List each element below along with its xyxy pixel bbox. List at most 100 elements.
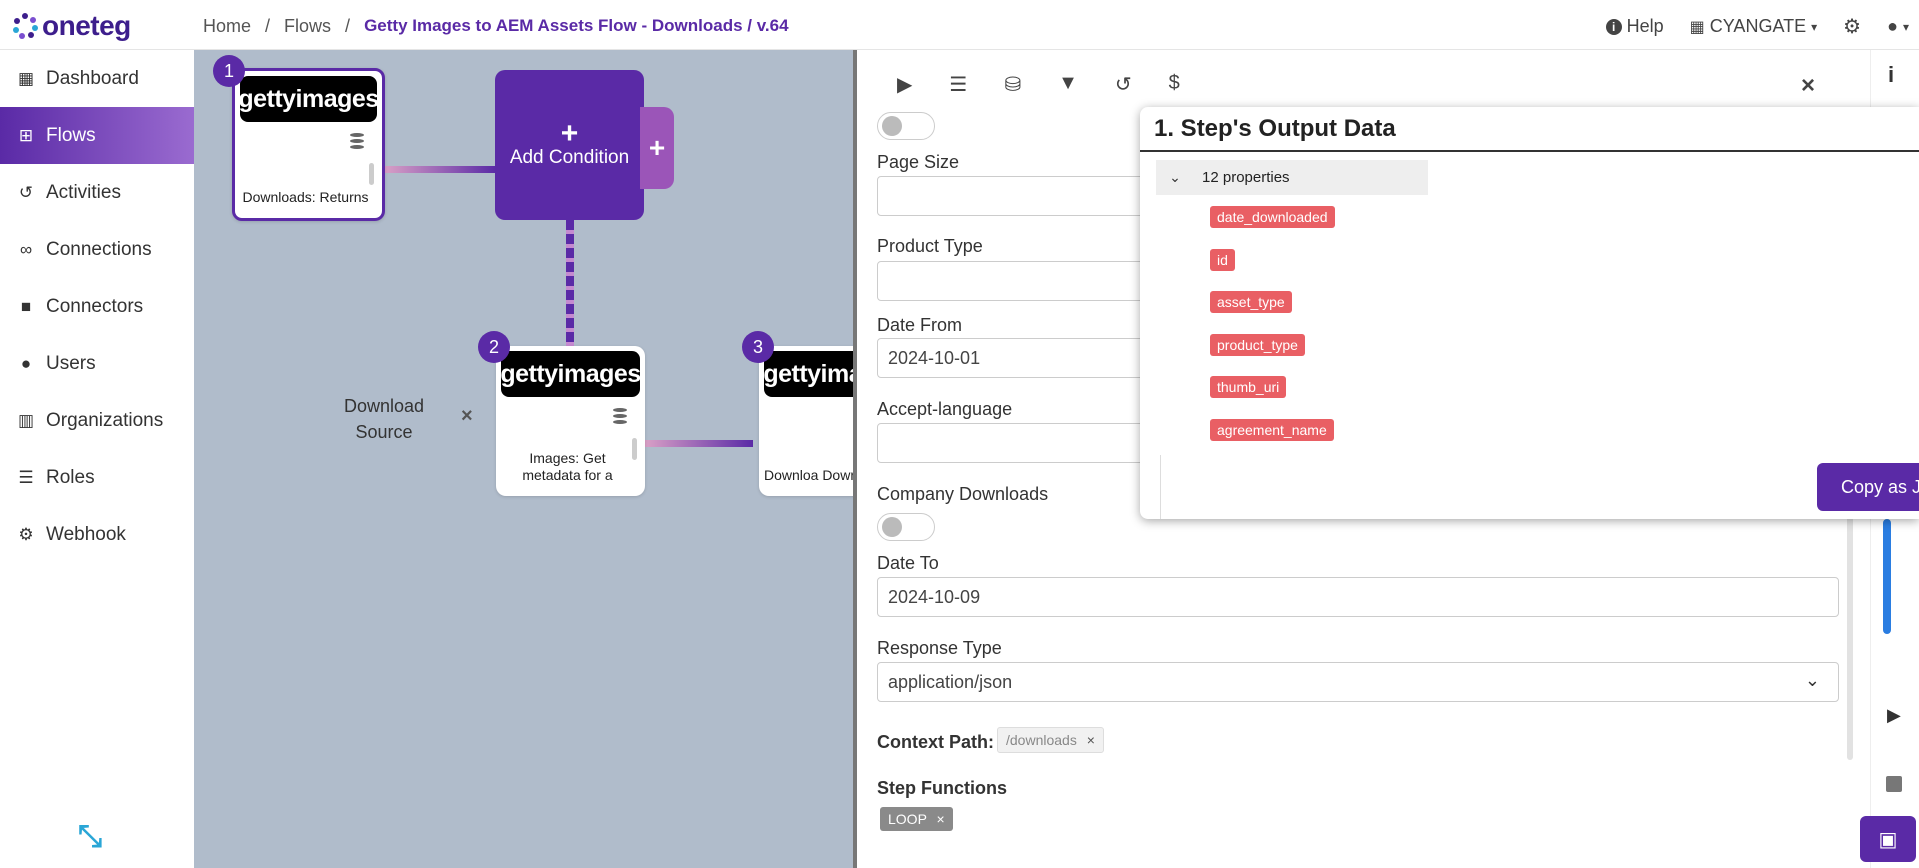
org-name: CYANGATE: [1709, 16, 1807, 36]
property-tag-product-type[interactable]: product_type: [1210, 334, 1305, 356]
step-function-tag[interactable]: LOOP ×: [880, 807, 953, 831]
list-icon[interactable]: ☰: [949, 74, 968, 96]
property-tag-agreement-name[interactable]: agreement_name: [1210, 419, 1334, 441]
breadcrumb-home[interactable]: Home: [203, 16, 252, 36]
breadcrumb-flows[interactable]: Flows: [284, 16, 332, 36]
user-icon: ●: [20, 353, 32, 373]
add-condition-button[interactable]: + Add Condition: [495, 70, 644, 220]
gettyimages-logo: gettyimages: [763, 351, 853, 397]
info-icon: i: [1605, 18, 1622, 35]
node-scrollbar[interactable]: [632, 438, 637, 460]
properties-group-toggle[interactable]: ⌄ 12 properties: [1156, 160, 1428, 195]
property-tag-asset-type[interactable]: asset_type: [1210, 291, 1292, 313]
sidebar-item-webhook[interactable]: ⚙ Webhook: [0, 506, 194, 563]
step-badge: 2: [478, 331, 510, 363]
sidebar-item-label: Users: [46, 352, 96, 374]
filter-icon[interactable]: ▼: [1058, 72, 1078, 94]
sidebar-item-label: Webhook: [46, 523, 126, 545]
edge-node2-node3: [645, 440, 753, 447]
sidebar-item-users[interactable]: ● Users: [0, 335, 194, 392]
plus-icon: +: [560, 117, 579, 150]
gear-icon: ⚙: [1843, 16, 1862, 38]
history-icon: ↺: [18, 182, 34, 202]
sidebar-item-label: Connections: [46, 238, 152, 260]
caret-down-icon: ▾: [1902, 19, 1909, 34]
sidebar-item-label: Flows: [46, 124, 96, 146]
sidebar-item-flows[interactable]: ⊞ Flows: [0, 107, 194, 164]
sidebar-item-activities[interactable]: ↺ Activities: [0, 164, 194, 221]
property-tag-id[interactable]: id: [1210, 249, 1235, 271]
gettyimages-logo: gettyimages: [500, 351, 641, 397]
save-button[interactable]: ▣: [1860, 816, 1916, 862]
remove-download-source-button[interactable]: ×: [461, 405, 473, 427]
org-dropdown[interactable]: ▦ CYANGATE ▾: [1690, 16, 1818, 37]
save-icon: ▣: [1878, 828, 1898, 851]
product-type-label: Product Type: [877, 236, 983, 256]
step-functions-label: Step Functions: [877, 778, 1007, 798]
settings-button[interactable]: ⚙: [1843, 14, 1861, 39]
response-type-label: Response Type: [877, 638, 1002, 658]
popup-divider: [1160, 455, 1161, 519]
company-downloads-toggle[interactable]: [877, 513, 935, 541]
context-path-value: /downloads: [1006, 732, 1077, 748]
context-path-tag[interactable]: /downloads ×: [997, 727, 1104, 753]
sidebar-item-label: Connectors: [46, 295, 144, 317]
context-path-label: Context Path:: [877, 732, 994, 752]
dollar-icon[interactable]: $: [1168, 72, 1180, 94]
flow-step-node-1[interactable]: gettyimages Downloads: Returns: [232, 68, 385, 221]
property-tag-thumb-uri[interactable]: thumb_uri: [1210, 376, 1287, 398]
date-from-label: Date From: [877, 315, 963, 335]
user-menu[interactable]: ● ▾: [1887, 16, 1909, 37]
breadcrumb-separator: /: [265, 16, 271, 36]
sidebar-item-dashboard[interactable]: ▦ Dashboard: [0, 50, 194, 107]
toggle-switch[interactable]: [877, 112, 935, 140]
close-panel-button[interactable]: ×: [1801, 72, 1816, 99]
play-icon[interactable]: ▶: [1887, 705, 1901, 725]
node-label: Downloa Download A: [763, 467, 853, 483]
sidebar-item-connectors[interactable]: ■ Connectors: [0, 278, 194, 335]
response-type-value: application/json: [888, 672, 1013, 692]
node-scrollbar[interactable]: [369, 163, 374, 185]
company-downloads-label: Company Downloads: [877, 484, 1049, 504]
app-logo[interactable]: oneteg: [12, 10, 131, 42]
flow-step-node-2[interactable]: gettyimages Images: Get metadata for a: [496, 346, 645, 496]
database-icon[interactable]: ⛁: [1004, 74, 1022, 96]
logo-text: oneteg: [42, 10, 131, 41]
add-branch-button[interactable]: +: [640, 107, 674, 189]
node-label: Downloads: Returns: [242, 189, 369, 205]
collapse-sidebar-icon[interactable]: ⤡: [78, 820, 102, 853]
flow-step-node-3[interactable]: gettyimages Downloa Download A: [759, 346, 853, 496]
sidebar-item-label: Activities: [46, 181, 121, 203]
popup-divider: [1140, 150, 1919, 152]
undo-icon[interactable]: ↺: [1114, 74, 1132, 96]
response-type-select[interactable]: application/json ⌄: [877, 662, 1839, 702]
info-icon[interactable]: i: [1888, 62, 1895, 87]
property-tag-date-downloaded[interactable]: date_downloaded: [1210, 206, 1335, 228]
popup-title: 1. Step's Output Data: [1154, 115, 1396, 142]
help-link[interactable]: i Help: [1605, 16, 1664, 37]
building-icon: ▥: [17, 410, 35, 430]
cogs-icon: ⚙: [18, 524, 34, 544]
sidebar-item-organizations[interactable]: ▥ Organizations: [0, 392, 194, 449]
sidebar-item-label: Organizations: [46, 409, 164, 431]
page-size-label: Page Size: [877, 152, 960, 172]
chevron-down-icon: ⌄: [1804, 670, 1820, 690]
breadcrumb-current: Getty Images to AEM Assets Flow - Downlo…: [364, 16, 789, 35]
date-to-input[interactable]: 2024-10-09: [877, 577, 1839, 617]
close-icon[interactable]: ×: [936, 811, 945, 827]
right-scrollbar[interactable]: [1883, 519, 1891, 634]
sidebar-item-connections[interactable]: ∞ Connections: [0, 221, 194, 278]
stop-icon[interactable]: [1886, 776, 1902, 792]
list-icon: ☰: [18, 467, 34, 487]
breadcrumb-separator: /: [345, 16, 351, 36]
copy-as-json-button[interactable]: Copy as JSON: [1817, 463, 1919, 511]
close-icon[interactable]: ×: [1086, 732, 1095, 748]
step-badge: 3: [742, 331, 774, 363]
date-to-label: Date To: [877, 553, 939, 573]
edge-node1-condition: [384, 166, 496, 173]
sitemap-icon: ⊞: [18, 125, 34, 145]
step-forward-icon[interactable]: ▶: [897, 74, 913, 96]
sidebar-item-roles[interactable]: ☰ Roles: [0, 449, 194, 506]
flow-canvas[interactable]: gettyimages Downloads: Returns 1 + Add C…: [194, 50, 853, 868]
logo-mark-icon: [12, 13, 38, 39]
